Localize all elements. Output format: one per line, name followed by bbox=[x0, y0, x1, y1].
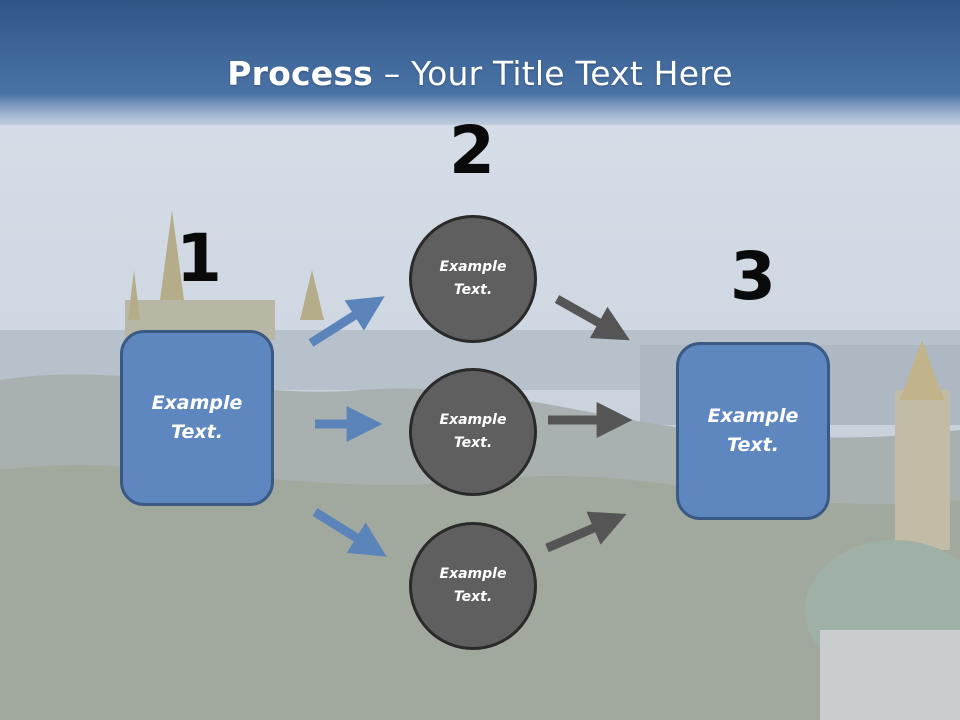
step-3-box: Example Text. bbox=[676, 342, 830, 520]
step-1-box: Example Text. bbox=[120, 330, 274, 506]
title-bold: Process bbox=[227, 54, 374, 93]
circle-top-text: Example Text. bbox=[439, 259, 507, 298]
circle-bottom-text: Example Text. bbox=[439, 566, 507, 605]
step-3-box-text: Example Text. bbox=[707, 405, 799, 456]
title-rest: – Your Title Text Here bbox=[373, 54, 733, 93]
step-2-circle-bottom: Example Text. bbox=[409, 522, 537, 650]
arrow-1-to-bottom bbox=[312, 508, 387, 557]
step-number-3: 3 bbox=[730, 238, 776, 315]
step-1-box-text: Example Text. bbox=[151, 392, 243, 443]
circle-middle-text: Example Text. bbox=[439, 412, 507, 451]
page-title: Process – Your Title Text Here bbox=[0, 52, 960, 96]
step-2-circle-top: Example Text. bbox=[409, 215, 537, 343]
arrow-1-to-top bbox=[308, 296, 385, 347]
arrow-top-to-3 bbox=[554, 295, 630, 341]
step-number-2: 2 bbox=[449, 112, 495, 189]
arrow-bottom-to-3 bbox=[545, 511, 627, 553]
step-number-1: 1 bbox=[176, 220, 222, 297]
step-2-circle-middle: Example Text. bbox=[409, 368, 537, 496]
